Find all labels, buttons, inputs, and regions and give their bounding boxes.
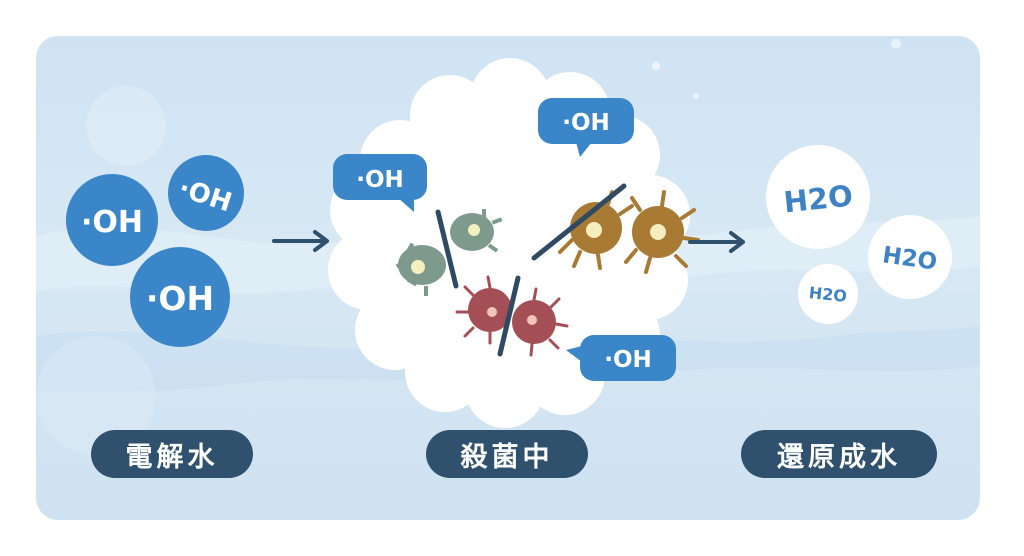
water-label: H2O <box>782 178 854 219</box>
water-circle-3: H2O <box>798 264 858 324</box>
radical-circle-3: ·OH <box>130 247 230 347</box>
water-circle-2: H2O <box>868 215 952 299</box>
water-label: H2O <box>808 283 848 306</box>
germ-green-icon <box>395 209 503 296</box>
radical-label: ·OH <box>562 110 610 136</box>
radical-label: ·OH <box>604 347 652 373</box>
stage-label-electrolysis: 電解水 <box>91 430 253 478</box>
germ-red-icon <box>455 275 569 357</box>
arrow-right-icon <box>688 231 745 253</box>
stage-label-sterilizing: 殺菌中 <box>426 430 588 478</box>
sterilization-cloud <box>328 58 690 428</box>
radical-label: ·OH <box>356 167 404 193</box>
radical-circle-2: ·OH <box>168 155 244 231</box>
radical-speech-bubble-2: ·OH <box>538 98 634 157</box>
water-circle-1: H2O <box>766 145 870 249</box>
radical-circle-1: ·OH <box>66 174 158 266</box>
radical-label: ·OH <box>146 279 214 318</box>
arrow-right-icon <box>272 230 329 252</box>
radical-speech-bubble-1: ·OH <box>333 154 427 212</box>
radical-speech-bubble-3: ·OH <box>566 335 676 381</box>
radical-label: ·OH <box>81 205 143 240</box>
stage-label-back-to-water: 還原成水 <box>741 430 937 478</box>
germ-brown-icon <box>531 183 700 274</box>
